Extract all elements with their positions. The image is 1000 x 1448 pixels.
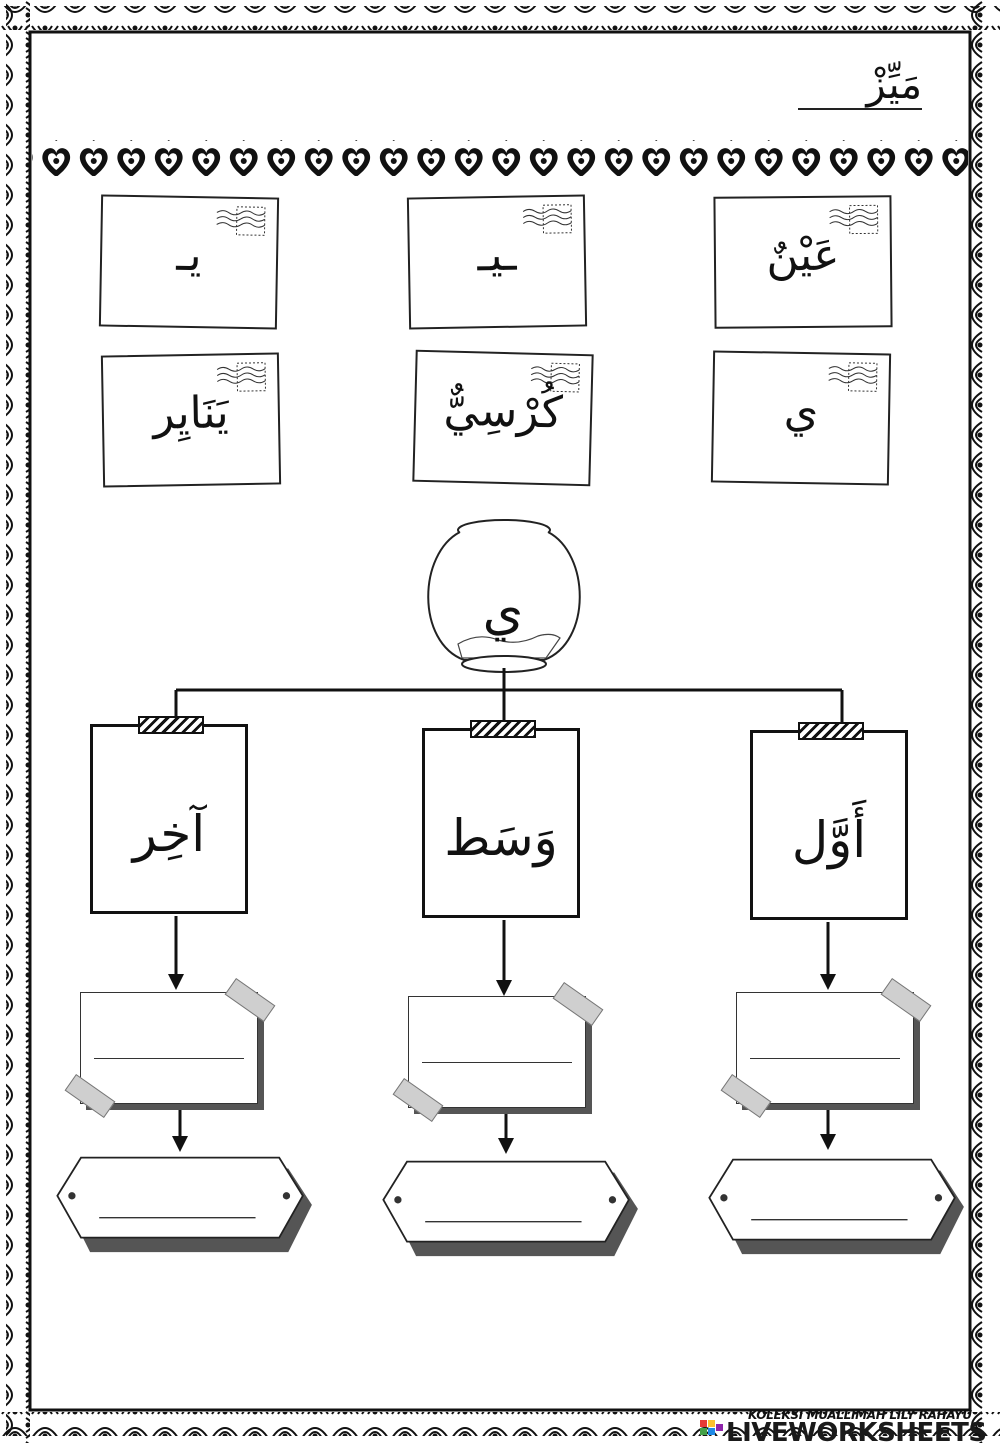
- worksheet-title: مَيِّزْ: [866, 62, 922, 108]
- answer-tag-middle[interactable]: [372, 1158, 642, 1258]
- position-label: وَسَط: [444, 809, 558, 867]
- position-box-middle: وَسَط: [422, 728, 580, 918]
- title-underline: [798, 108, 922, 110]
- word-card-4[interactable]: ي: [710, 350, 892, 486]
- postmark-icon: [828, 362, 878, 392]
- author-credit: KOLEKSI MUALLIMAH LILY RAHAYU: [748, 1408, 972, 1422]
- clip-tab: [138, 716, 204, 734]
- answer-line: [94, 1058, 244, 1059]
- word-card-5[interactable]: كُرْسِيٌّ: [412, 349, 594, 487]
- position-label: أَوَّل: [791, 811, 867, 869]
- liveworksheets-brand[interactable]: LIVEWORKSHEETS: [726, 1418, 987, 1448]
- postmark-icon: [216, 362, 267, 392]
- answer-tag-end[interactable]: [46, 1154, 316, 1254]
- answer-tag-beginning[interactable]: [698, 1156, 968, 1256]
- position-box-beginning: أَوَّل: [750, 730, 908, 920]
- word-card-1[interactable]: عَيْنٌ: [713, 195, 893, 329]
- postmark-icon: [530, 362, 580, 393]
- answer-line: [422, 1062, 572, 1063]
- clip-tab: [798, 722, 864, 740]
- answer-note-end[interactable]: [64, 978, 276, 1118]
- clip-tab: [470, 720, 536, 738]
- fishbowl-icon: [427, 519, 581, 673]
- fishbowl-letter: ي: [482, 582, 524, 642]
- answer-note-beginning[interactable]: [720, 978, 932, 1118]
- postmark-icon: [829, 204, 879, 235]
- answer-line: [750, 1058, 900, 1059]
- word-card-2[interactable]: ـيـ: [406, 194, 588, 330]
- word-card-6[interactable]: يَنَايِر: [100, 352, 282, 488]
- answer-note-middle[interactable]: [392, 982, 604, 1122]
- postmark-icon: [522, 204, 573, 234]
- liveworksheets-logo-icon: [700, 1420, 723, 1435]
- position-box-end: آخِر: [90, 724, 248, 914]
- postmark-icon: [216, 206, 266, 236]
- word-card-3[interactable]: يـ: [98, 194, 280, 330]
- position-label: آخِر: [132, 805, 206, 863]
